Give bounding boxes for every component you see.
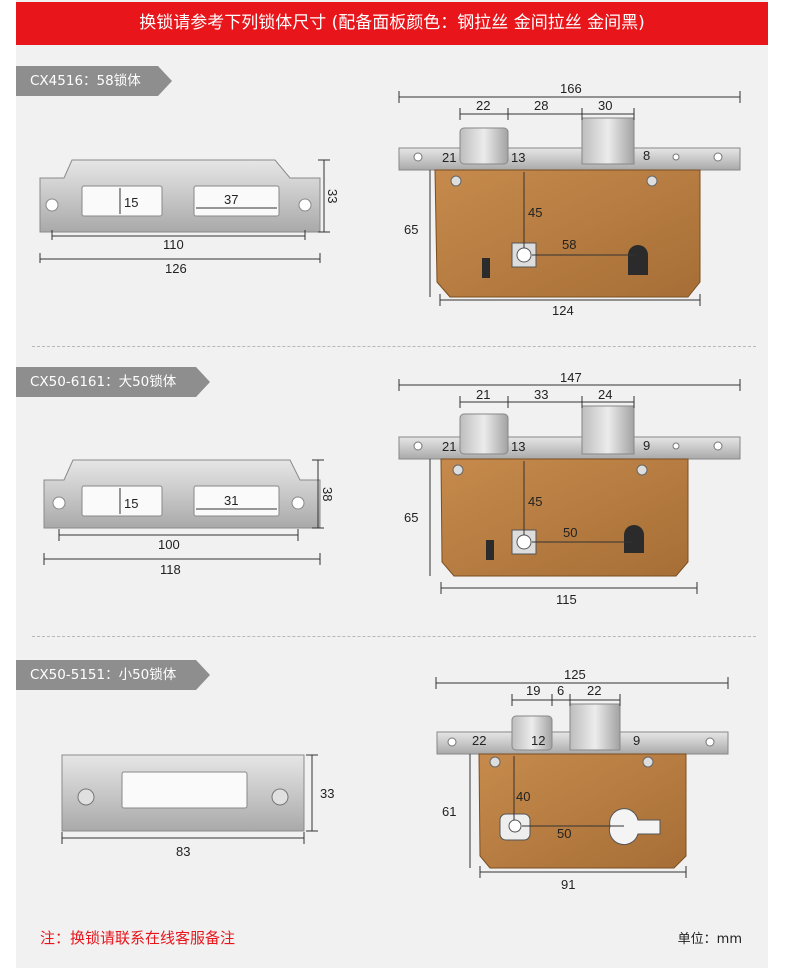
- strike-2-dimlines: [43, 459, 324, 565]
- lock-3-dimlines: [435, 677, 729, 878]
- page-title: 换锁请参考下列锁体尺寸 (配备面板颜色：钢拉丝 金间拉丝 金间黑): [16, 2, 768, 45]
- dim-slot-height: 15: [124, 496, 138, 511]
- dim-top-b: 33: [534, 387, 548, 402]
- dim-latch-b: 13: [511, 439, 525, 454]
- strike-1-dimlines: [39, 159, 330, 263]
- dim-lock-overall: 166: [560, 81, 582, 96]
- dim-body-width: 115: [556, 592, 577, 607]
- dim-center: 50: [563, 525, 577, 540]
- dim-slot-height: 15: [124, 195, 138, 210]
- dim-top-c: 22: [587, 683, 601, 698]
- lock-body-3: [436, 703, 729, 869]
- dim-strike-length: 118: [160, 562, 181, 577]
- dim-body-height: 65: [404, 222, 418, 237]
- section-label: CX50-6161：大50锁体: [30, 374, 177, 390]
- section-tag-3: CX50-5151：小50锁体: [16, 660, 210, 690]
- dim-body-width: 124: [552, 303, 574, 318]
- strike-plate-2: [43, 459, 321, 529]
- dim-bolt: 9: [643, 438, 650, 453]
- strike-plate-1: [39, 159, 321, 233]
- dim-body-height: 65: [404, 510, 418, 525]
- dim-top-c: 30: [598, 98, 612, 113]
- dim-bolt: 9: [633, 733, 640, 748]
- strike-3-dimlines: [61, 754, 318, 844]
- dim-lock-overall: 147: [560, 370, 582, 385]
- dim-latch-a: 21: [442, 439, 456, 454]
- dim-body-height: 61: [442, 804, 456, 819]
- dim-strike-height: 33: [325, 189, 340, 203]
- section-tag-2: CX50-6161：大50锁体: [16, 367, 210, 397]
- footer-note: 注：换锁请联系在线客服备注: [40, 929, 236, 947]
- strike-plate-3: [61, 754, 305, 832]
- dim-lock-overall: 125: [564, 667, 586, 682]
- dim-latch-a: 22: [472, 733, 486, 748]
- dim-hole-span: 110: [163, 237, 184, 252]
- dim-backset-vertical: 40: [516, 789, 530, 804]
- dim-backset-vertical: 45: [528, 494, 542, 509]
- lock-body-2: [398, 405, 741, 577]
- dim-strike-length: 83: [176, 844, 190, 859]
- dim-latch-b: 12: [531, 733, 545, 748]
- section-divider: [32, 636, 756, 637]
- dim-bolt: 8: [643, 148, 650, 163]
- dim-top-a: 19: [526, 683, 540, 698]
- section-label: CX4516：58锁体: [30, 73, 141, 89]
- dim-body-width: 91: [561, 877, 575, 892]
- lock-body-1: [398, 117, 741, 298]
- lock-1-dimlines: [398, 91, 741, 306]
- dim-latch-a: 21: [442, 150, 456, 165]
- dim-center: 50: [557, 826, 571, 841]
- dim-center: 58: [562, 237, 576, 252]
- dim-top-c: 24: [598, 387, 612, 402]
- dim-slot-width: 31: [224, 493, 238, 508]
- lock-2-dimlines: [398, 379, 741, 594]
- dim-top-b: 28: [534, 98, 548, 113]
- dim-latch-b: 13: [511, 150, 525, 165]
- dim-top-b: 6: [557, 683, 564, 698]
- section-divider: [32, 346, 756, 347]
- dim-slot-width: 37: [224, 192, 238, 207]
- section-label: CX50-5151：小50锁体: [30, 667, 177, 683]
- section-tag-1: CX4516：58锁体: [16, 66, 172, 96]
- dim-top-a: 22: [476, 98, 490, 113]
- dim-top-a: 21: [476, 387, 490, 402]
- dim-strike-height: 33: [320, 786, 334, 801]
- dim-backset-vertical: 45: [528, 205, 542, 220]
- dim-strike-height: 38: [320, 487, 335, 501]
- dim-hole-span: 100: [158, 537, 180, 552]
- unit-label: 单位：mm: [677, 932, 742, 947]
- dim-strike-length: 126: [165, 261, 187, 276]
